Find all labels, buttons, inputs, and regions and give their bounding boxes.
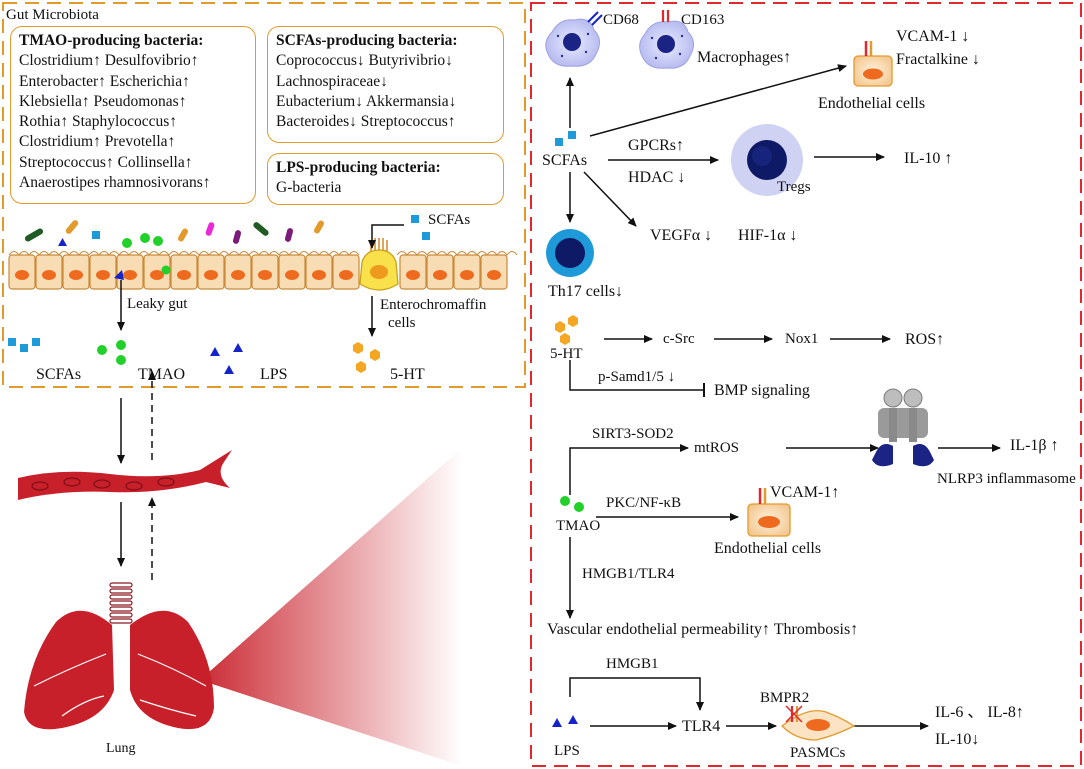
cd68-label: CD68	[603, 12, 639, 28]
endothelial-mid-label: Endothelial cells	[714, 540, 822, 557]
scfas-top-label: SCFAs	[428, 212, 471, 228]
mechanism-panel-frame	[530, 2, 1082, 767]
csrc-label: c-Src	[663, 331, 695, 347]
product-lps-label: LPS	[260, 366, 288, 383]
vascular-outcome-label: Vascular endothelial permeability↑ Throm…	[547, 621, 859, 638]
il1b-label: IL-1β ↑	[1010, 437, 1059, 454]
treg-cell	[731, 124, 803, 196]
tmao-line: Clostridium↑ Prevotella↑	[19, 133, 176, 151]
tmao-right-label: TMAO	[556, 518, 601, 534]
nlrp3-inflammasome	[872, 388, 934, 467]
tmao-line: Rothia↑ Staphylococcus↑	[19, 113, 177, 131]
macrophages-label: Macrophages↑	[697, 49, 792, 66]
lps-bacteria-box: LPS-producing bacteria: G-bacteria	[267, 153, 504, 205]
scfa-line: Bacteroides↓ Streptococcus↑	[276, 113, 456, 131]
enterochromaffin-cell	[359, 238, 399, 291]
il10-top-label: IL-10 ↑	[904, 150, 953, 167]
hdac-label: HDAC ↓	[628, 169, 686, 186]
lps-line: G-bacteria	[276, 179, 342, 197]
enterochromaffin-label-2: cells	[388, 315, 416, 331]
nlrp3-label: NLRP3 inflammasome	[937, 471, 1076, 487]
il10-bottom-label: IL-10↓	[935, 731, 980, 748]
lps-box-heading: LPS-producing bacteria:	[276, 159, 441, 176]
lung-zoom-cone	[200, 448, 462, 766]
pasmc-cell	[781, 705, 856, 741]
sirt3-label: SIRT3-SOD2	[592, 426, 674, 442]
gut-products	[8, 338, 380, 374]
cd163-macrophage	[639, 10, 694, 69]
il6-il8-label: IL-6 、 IL-8↑	[935, 704, 1024, 721]
tmao-line: Klebsiella↑ Pseudomonas↑	[19, 92, 187, 110]
tmao-line: Streptococcus↑ Collinsella↑	[19, 153, 193, 171]
gut-panel-title: Gut Microbiota	[6, 7, 99, 23]
5ht-right-label: 5-HT	[550, 346, 583, 362]
leaky-gut-label: Leaky gut	[127, 296, 188, 312]
lung-label: Lung	[106, 741, 136, 756]
tmao-line: Clostridium↑ Desulfovibrio↑	[19, 52, 199, 70]
scfa-line: Eubacterium↓ Akkermansia↓	[276, 92, 457, 110]
scfa-bacteria-box: SCFAs-producing bacteria: Coprococcus↓ B…	[267, 26, 504, 143]
hmgb1-tlr4-label: HMGB1/TLR4	[582, 566, 675, 582]
ros-label: ROS↑	[905, 331, 945, 348]
scfa-line: Lachnospiraceae↓	[276, 72, 388, 90]
tregs-label: Tregs	[777, 179, 811, 195]
vegfa-label: VEGFα ↓	[650, 227, 713, 244]
gut-epithelium	[8, 238, 518, 291]
nox1-label: Nox1	[785, 331, 819, 347]
pkc-label: PKC/NF-κB	[606, 495, 682, 511]
vcam1-mid-label: VCAM-1↑	[770, 484, 840, 501]
lps-right-label: LPS	[554, 743, 580, 759]
tlr4-label: TLR4	[682, 718, 721, 735]
lumen-bacteria	[24, 215, 430, 280]
psmad-label: p-Samd1/5 ↓	[598, 369, 676, 385]
vcam1-top-label: VCAM-1 ↓	[896, 28, 970, 45]
hif1a-label: HIF-1α ↓	[738, 227, 798, 244]
endothelial-cell-mid	[747, 488, 791, 537]
cd68-macrophage	[545, 11, 603, 67]
pasmcs-label: PASMCs	[790, 745, 846, 761]
bmp-label: BMP signaling	[714, 382, 810, 399]
cd163-label: CD163	[681, 12, 725, 28]
product-scfas-label: SCFAs	[36, 366, 82, 383]
scfa-line: Coprococcus↓ Butyrivibrio↓	[276, 52, 453, 70]
blood-vessel	[18, 450, 232, 500]
tmao-box-heading: TMAO-producing bacteria:	[19, 32, 204, 49]
tmao-bacteria-box: TMAO-producing bacteria: Clostridium↑ De…	[10, 26, 256, 204]
tmao-line: Enterobacter↑ Escherichia↑	[19, 72, 190, 90]
scfa-box-heading: SCFAs-producing bacteria:	[276, 32, 458, 49]
hmgb1-label: HMGB1	[606, 656, 659, 672]
enterochromaffin-label: Enterochromaffin	[380, 297, 487, 313]
scfas-right-label: SCFAs	[542, 152, 588, 169]
gpcrs-label: GPCRs↑	[628, 137, 685, 154]
product-tmao-label: TMAO	[138, 366, 186, 383]
tmao-line: Anaerostipes rhamnosivorans↑	[19, 174, 211, 192]
th17-label: Th17 cells↓	[548, 283, 624, 300]
mtros-label: mtROS	[694, 440, 740, 456]
gut-panel-frame	[2, 2, 526, 388]
endothelial-top-label: Endothelial cells	[818, 95, 926, 112]
th17-cell	[546, 229, 594, 277]
bmpr2-label: BMPR2	[760, 690, 810, 706]
endothelial-cell-top	[853, 41, 893, 87]
product-5ht-label: 5-HT	[390, 366, 425, 383]
fractalkine-label: Fractalkine ↓	[896, 51, 980, 68]
lungs	[24, 582, 214, 730]
